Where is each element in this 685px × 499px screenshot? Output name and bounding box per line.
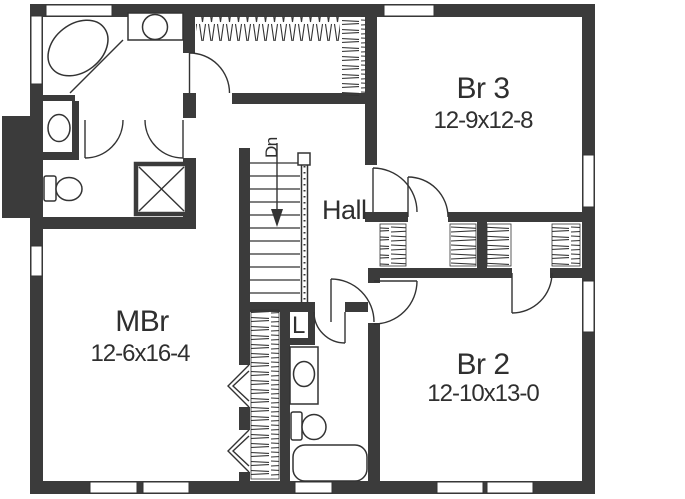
window-br2-bottom-1	[436, 481, 484, 494]
br3-closet-rod-right	[449, 223, 477, 267]
br3-left-wall	[365, 17, 377, 165]
window-mbr-bottom-1	[89, 481, 138, 494]
second-sink	[47, 113, 71, 143]
walkin-closet-side-rod	[342, 16, 366, 96]
closet-bottom-wall	[232, 93, 365, 104]
br2-dimensions: 12-10x13-0	[427, 380, 539, 407]
hall-bath	[289, 346, 368, 482]
master-toilet	[43, 175, 83, 202]
stair-down-arrow	[271, 143, 283, 227]
hall-bath-door	[313, 311, 346, 344]
bath-passage-wall-mid	[183, 93, 196, 118]
corner-tub	[47, 19, 109, 77]
mbr-label: MBr	[115, 305, 169, 338]
window-bath-top	[45, 4, 113, 17]
toilet-bowl	[301, 413, 327, 441]
bath-sink	[292, 360, 316, 388]
bathtub	[292, 444, 368, 482]
exterior-wall-top	[30, 4, 595, 17]
dressing-area-doors	[84, 119, 184, 159]
walls	[2, 4, 595, 494]
closets-top-wall-right	[448, 212, 595, 222]
hall-toilet	[290, 411, 327, 441]
newel-post	[297, 152, 311, 166]
br3-closet-door	[407, 176, 449, 218]
vanity-sink	[141, 13, 169, 41]
shower	[133, 161, 190, 217]
bath-top-wall	[345, 302, 368, 312]
sink-room-top-wall	[43, 95, 75, 101]
window-mbr-bottom-2	[142, 481, 190, 494]
toilet-tank	[290, 411, 303, 441]
chimney	[2, 116, 40, 218]
linen-closet-label: L	[292, 312, 305, 339]
doors	[84, 52, 553, 473]
br2-closet-door	[511, 272, 553, 314]
hall-bottom-wall	[239, 302, 315, 312]
mbr-top-wall	[30, 217, 196, 229]
sink-room-bottom-wall	[43, 152, 79, 160]
walkin-closet-door	[188, 52, 231, 94]
sink-room-right-wall	[72, 101, 79, 158]
mbr-closet-bifold-doors	[227, 364, 250, 473]
stair-railing	[297, 152, 311, 303]
windows	[30, 4, 595, 494]
bath-closet-wall-upper	[183, 4, 195, 53]
br2-closet-rod-left	[486, 223, 512, 267]
window-br2-right	[582, 280, 595, 333]
br2-left-wall-lower	[368, 323, 380, 481]
exterior-wall-right	[582, 4, 595, 494]
stair-treads	[250, 162, 300, 294]
toilet-tank	[43, 175, 57, 202]
mbr-closet-wall-mid	[239, 407, 250, 430]
window-br2-bottom-2	[486, 481, 534, 494]
window-bath-left	[30, 15, 43, 85]
window-br3-right	[582, 154, 595, 208]
br3-label: Br 3	[456, 72, 509, 105]
br3-closet-rod-left	[379, 223, 407, 267]
stairs	[250, 143, 311, 303]
linen-bottom-wall	[283, 338, 315, 345]
br3-dimensions: 12-9x12-8	[433, 107, 533, 134]
stairs-down-label: Dn	[262, 137, 281, 158]
window-br3-top	[383, 4, 435, 17]
mbr-closet-wall-lower	[239, 472, 250, 481]
br2-label: Br 2	[456, 348, 509, 381]
hall-label: Hall	[322, 195, 367, 225]
room-labels: MBr 12-6x16-4 Br 3 12-9x12-8 Br 2 12-10x…	[90, 72, 540, 407]
mbr-closet-right-wall	[280, 308, 290, 481]
mbr-dimensions: 12-6x16-4	[90, 340, 190, 367]
arrow-head-icon	[271, 209, 283, 227]
walkin-closet-top-rod	[196, 16, 340, 41]
closet-hatching	[196, 16, 581, 480]
br2-closet-rod-right	[551, 223, 581, 267]
window-bath-bottom	[294, 481, 333, 494]
closets-bottom-wall-left	[368, 268, 512, 278]
tub-nook-diagonal-wall	[69, 39, 124, 94]
mbr-closet-rod	[250, 309, 280, 480]
linen-right-wall	[308, 312, 315, 338]
closets-bottom-wall-right	[550, 268, 595, 278]
stairwell-left-wall	[239, 148, 250, 365]
window-mbr-left	[30, 245, 43, 277]
toilet-bowl	[55, 176, 83, 202]
br3-entry-door	[372, 167, 418, 213]
master-bath	[43, 12, 190, 217]
br2-entry-door	[330, 278, 418, 325]
closets-top-wall-left	[365, 212, 408, 222]
closet-divider-wall	[477, 222, 487, 268]
